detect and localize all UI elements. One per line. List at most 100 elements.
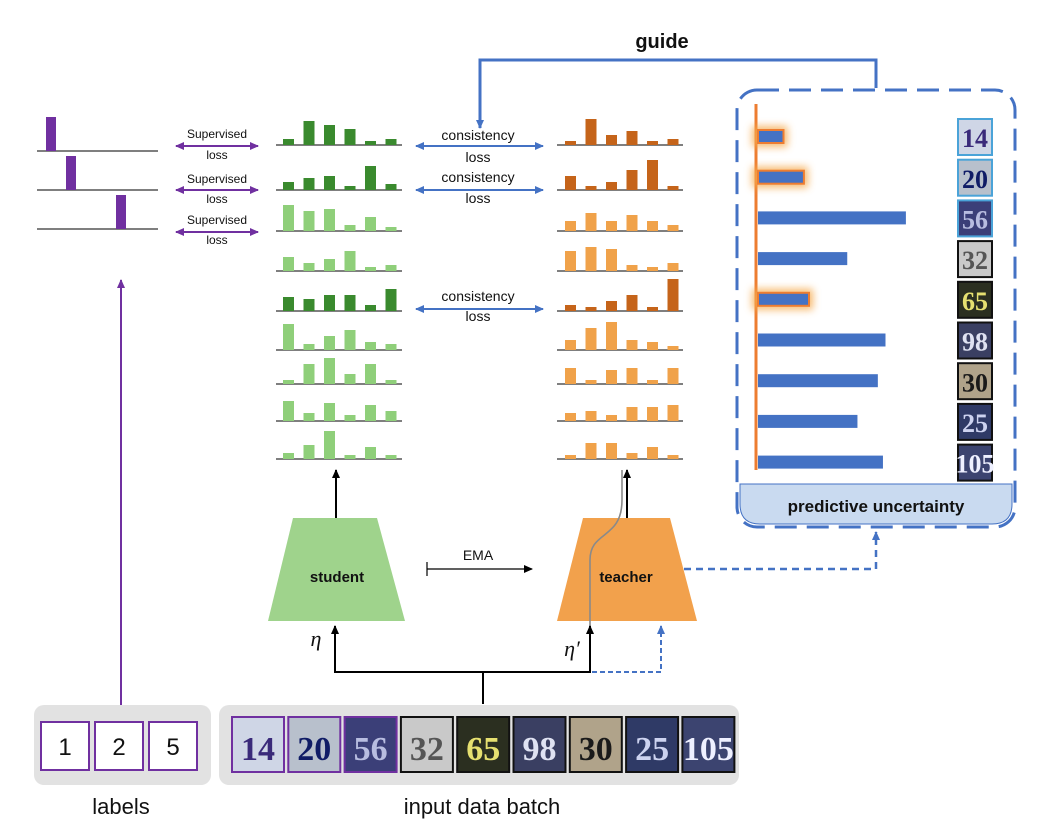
teacher-prob-bar (606, 301, 617, 311)
digit-image-text: 30 (579, 731, 613, 768)
student-prob-bar (303, 178, 315, 190)
teacher-prob-bar (606, 415, 617, 421)
student-prob-bar (324, 176, 335, 190)
supervised-loss-label: Supervised (187, 127, 247, 141)
label-box (94, 721, 144, 771)
teacher-prob-bar (585, 186, 597, 190)
student-prob-bar (324, 125, 335, 145)
student-prob-bar (283, 139, 294, 145)
teacher-prob-bar (585, 380, 597, 384)
uncertainty-bar (758, 455, 883, 469)
teacher-prob-bar (647, 447, 658, 459)
student-prob-bar (344, 251, 356, 271)
consistency-loss-label: consistency (441, 288, 514, 304)
uncertainty-bar (758, 333, 886, 347)
student-prob-bar (283, 453, 294, 459)
digit-image-thumbnail: 25 (625, 716, 680, 773)
uncertainty-title-bar (739, 483, 1013, 525)
teacher-prob-bar (667, 368, 679, 384)
student-prob-bar (344, 129, 356, 145)
student-prob-bar (365, 305, 376, 311)
teacher-prob-bar (647, 307, 658, 311)
teacher-prob-bar (606, 443, 617, 459)
digit-image-text: 14 (962, 124, 988, 153)
teacher-prob-bar (667, 225, 679, 231)
student-prob-bar (385, 139, 397, 145)
teacher-prob-bar (585, 213, 597, 231)
digit-image-text: 56 (962, 205, 988, 234)
teacher-prob-bar (647, 342, 658, 350)
student-prob-bar (365, 141, 376, 145)
teacher-prob-bar (667, 263, 679, 271)
digit-image-thumbnail: 65 (957, 280, 993, 319)
student-prob-bar (283, 297, 294, 311)
teacher-prob-bar (626, 170, 638, 190)
supervised-loss-label: loss (206, 192, 227, 206)
digit-image-text: 65 (466, 731, 500, 768)
student-prob-bar (344, 415, 356, 421)
teacher-prob-bar (585, 328, 597, 350)
digit-image-thumbnail: 14 (957, 118, 993, 156)
student-prob-bar (303, 263, 315, 271)
student-prob-bar (385, 411, 397, 421)
teacher-prob-bar (565, 141, 576, 145)
teacher-prob-bar (585, 443, 597, 459)
digit-image-text: 14 (241, 731, 275, 768)
student-prob-bar (344, 455, 356, 459)
input-routing (331, 625, 665, 704)
teacher-prob-bar (626, 265, 638, 271)
supervised-loss-group: Supervised loss Supervised loss Supervis… (175, 127, 259, 247)
guide-connection: guide (476, 31, 878, 129)
student-prob-bar (344, 186, 356, 190)
supervised-loss-label: Supervised (187, 172, 247, 186)
teacher-prob-bar (626, 215, 638, 231)
student-prob-bar (283, 324, 294, 350)
teacher-prob-bar (647, 267, 658, 271)
label-one-hot-bar (66, 156, 76, 190)
teacher-prob-bar (626, 131, 638, 145)
digit-image-thumbnail: 32 (399, 716, 454, 773)
digit-image-thumbnail: 56 (343, 716, 398, 773)
student-prob-bar (365, 405, 376, 421)
student-label: student (310, 569, 364, 586)
consistency-loss-label: loss (466, 190, 491, 206)
student-prob-bar (365, 267, 376, 271)
student-prob-bar (365, 364, 376, 384)
teacher-output-distributions (557, 119, 683, 460)
student-prob-bar (385, 265, 397, 271)
consistency-loss-label: consistency (441, 169, 514, 185)
teacher-prob-bar (667, 405, 679, 421)
teacher-prob-bar (606, 322, 617, 350)
student-prob-bar (385, 227, 397, 231)
student-prob-bar (385, 289, 397, 311)
teacher-noise-symbol: η′ (564, 636, 581, 661)
teacher-prob-bar (647, 407, 658, 421)
uncertainty-title: predictive uncertainty (788, 497, 965, 516)
student-trapezoid (268, 518, 405, 621)
label-distributions (37, 117, 158, 230)
digit-image-text: 65 (962, 287, 988, 316)
digit-image-text: 20 (962, 165, 988, 194)
student-prob-bar (324, 431, 335, 459)
consistency-loss-group: consistency loss consistency loss consis… (415, 127, 544, 324)
student-prob-bar (324, 336, 335, 350)
student-prob-bar (324, 403, 335, 421)
consistency-loss-3: consistency loss (415, 288, 544, 324)
digit-image-text: 25 (962, 409, 988, 438)
ema-label: EMA (463, 547, 494, 563)
student-prob-bar (303, 299, 315, 311)
teacher-prob-bar (585, 307, 597, 311)
student-prob-bar (365, 217, 376, 231)
supervised-loss-1: Supervised loss (175, 127, 259, 162)
uncertainty-bar (758, 374, 878, 388)
student-prob-bar (344, 295, 356, 311)
teacher-prob-bar (647, 141, 658, 145)
uncertainty-bar (758, 252, 848, 266)
digit-image-thumbnail: 98 (957, 321, 993, 360)
student-prob-bar (344, 374, 356, 384)
teacher-prob-bar (606, 370, 617, 384)
label-value: 1 (58, 734, 71, 761)
